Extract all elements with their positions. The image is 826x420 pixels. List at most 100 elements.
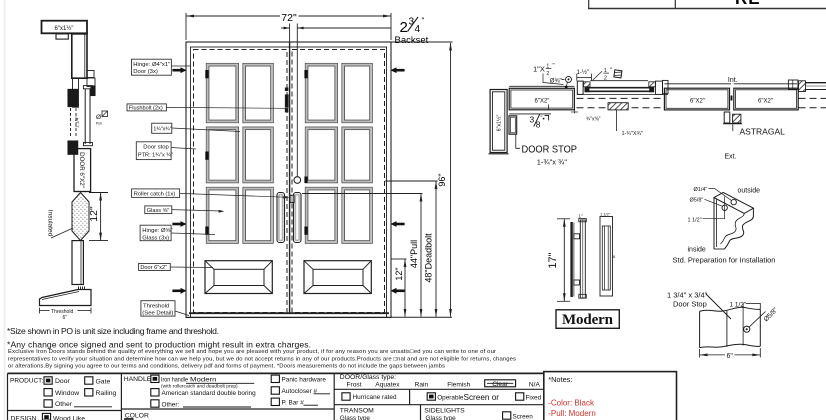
- svg-text:2: 2: [400, 19, 408, 36]
- svg-text:HANDLE: HANDLE: [124, 376, 152, 383]
- svg-text:6"x1½": 6"x1½": [495, 115, 502, 132]
- svg-text:Clear: Clear: [492, 381, 509, 388]
- svg-text:1 1/4": 1 1/4": [75, 116, 80, 128]
- svg-text:1 3/4" x 3/4": 1 3/4" x 3/4": [667, 290, 708, 299]
- svg-text:Threshold: Threshold: [143, 303, 169, 309]
- svg-text:¾"x⅝": ¾"x⅝": [586, 117, 601, 123]
- svg-text:44"Pull: 44"Pull: [409, 240, 419, 268]
- svg-text:Hurricane rated: Hurricane rated: [353, 394, 397, 401]
- svg-text:": ": [553, 64, 555, 70]
- svg-text:Operable: Operable: [437, 395, 464, 402]
- svg-text:Wood Like: Wood Like: [53, 416, 85, 420]
- svg-text:1: 1: [546, 64, 549, 70]
- svg-text:Glass (3x): Glass (3x): [142, 235, 169, 241]
- svg-text:6"X2": 6"X2": [535, 99, 550, 105]
- svg-text:P. Bar #: P. Bar #: [282, 399, 305, 406]
- svg-text:Glass ⅝": Glass ⅝": [147, 208, 170, 214]
- svg-text:Ø⅝": Ø⅝": [550, 79, 562, 85]
- svg-text:1": 1": [579, 214, 584, 219]
- svg-text:representatives to verify your: representatives to verify your situation…: [8, 356, 516, 362]
- svg-text:1 1/2": 1 1/2": [688, 217, 702, 223]
- svg-text:Pull: Pull: [96, 122, 102, 126]
- svg-text:2: 2: [546, 71, 549, 77]
- svg-text:8: 8: [536, 120, 541, 130]
- svg-text:*Size shown in PO is unit size: *Size shown in PO is unit size including…: [7, 326, 219, 336]
- svg-text:Int.: Int.: [728, 77, 738, 84]
- svg-text:1: 1: [604, 68, 607, 74]
- svg-text:17": 17": [547, 252, 559, 268]
- svg-text:": ": [541, 116, 543, 122]
- svg-text:Iron handle: Iron handle: [161, 376, 188, 383]
- svg-text:6": 6": [63, 315, 68, 321]
- svg-text:-Color: Black: -Color: Black: [548, 399, 595, 408]
- svg-text:ASTRAGAL: ASTRAGAL: [740, 126, 786, 136]
- svg-text:Railing: Railing: [96, 390, 117, 397]
- svg-text:Flemish: Flemish: [447, 382, 470, 389]
- svg-text:American standard double borin: American standard double boring: [162, 390, 257, 397]
- svg-text:COLOR: COLOR: [125, 412, 149, 419]
- svg-text:Other:: Other:: [162, 401, 180, 408]
- svg-text:1-½": 1-½": [577, 69, 589, 76]
- svg-text:RE: RE: [735, 0, 761, 8]
- svg-text:": ": [422, 17, 425, 26]
- svg-text:Door Stop: Door Stop: [673, 299, 707, 308]
- svg-text:3: 3: [409, 17, 415, 28]
- svg-text:DOOR STOP: DOOR STOP: [522, 144, 578, 156]
- svg-text:Exclusive Iron Doors stands be: Exclusive Iron Doors stands behind the q…: [8, 349, 496, 355]
- svg-text:Door: Door: [55, 378, 70, 385]
- svg-text:Ext.: Ext.: [725, 153, 737, 160]
- svg-text:Autocloser #: Autocloser #: [282, 388, 318, 395]
- svg-text:Window: Window: [55, 390, 79, 397]
- svg-text:Aquatex: Aquatex: [375, 382, 400, 389]
- svg-text:*Any change once signed and se: *Any change once signed and sent to prod…: [7, 340, 311, 350]
- svg-text:1¾"x¾": 1¾"x¾": [153, 126, 171, 132]
- svg-text:Std. Preparation for Installat: Std. Preparation for Installation: [673, 256, 776, 265]
- svg-text:Glass type: Glass type: [340, 415, 371, 420]
- svg-text:Modern: Modern: [562, 312, 614, 328]
- svg-text:6": 6": [727, 353, 734, 360]
- svg-text:1 1/2": 1 1/2": [730, 301, 747, 308]
- svg-text:or alterations.By signing you: or alterations.By signing you agree to o…: [8, 363, 445, 369]
- svg-text:Insulated: Insulated: [47, 210, 54, 237]
- svg-text:4: 4: [415, 24, 421, 35]
- svg-text:Ø5/8": Ø5/8": [763, 306, 780, 323]
- svg-text:-Pull: Modern: -Pull: Modern: [548, 409, 596, 418]
- svg-text:96": 96": [437, 173, 447, 186]
- svg-text:Glass type: Glass type: [426, 415, 457, 420]
- svg-text:DOOR/Glass type:: DOOR/Glass type:: [340, 374, 396, 381]
- svg-text:Flushbolt (2x): Flushbolt (2x): [129, 106, 163, 112]
- svg-text:Roller catch (1x): Roller catch (1x): [134, 192, 176, 198]
- svg-text:Ø5/8": Ø5/8": [690, 198, 704, 204]
- svg-text:1-¾"x ¾": 1-¾"x ¾": [537, 158, 568, 167]
- svg-text:1 1/2": 1 1/2": [600, 212, 611, 217]
- svg-text:Hinge: Ø⅝": Hinge: Ø⅝": [142, 228, 172, 234]
- svg-text:12": 12": [88, 206, 100, 222]
- svg-text:6: 6: [613, 254, 616, 259]
- svg-text:Backset: Backset: [395, 35, 429, 46]
- svg-text:Screen: Screen: [513, 414, 534, 420]
- svg-text:Modern: Modern: [190, 376, 217, 383]
- svg-text:Door (3x): Door (3x): [133, 69, 158, 75]
- svg-text:12": 12": [394, 267, 404, 280]
- svg-text:Ø1/4": Ø1/4": [694, 187, 708, 193]
- svg-text:outside: outside: [738, 188, 761, 195]
- svg-text:Hinge: Ø4"x1": Hinge: Ø4"x1": [133, 62, 170, 68]
- svg-text:1"X: 1"X: [533, 65, 545, 74]
- svg-text:2: 2: [604, 75, 607, 81]
- svg-text:Rain: Rain: [415, 382, 429, 389]
- svg-text:Door stop: Door stop: [143, 144, 169, 150]
- svg-text:Screen or: Screen or: [464, 393, 500, 402]
- svg-text:6"x1½": 6"x1½": [55, 25, 74, 32]
- svg-text:Threshold: Threshold: [51, 309, 73, 315]
- svg-text:*Notes:: *Notes:: [548, 375, 572, 384]
- svg-text:Fixed: Fixed: [526, 395, 542, 402]
- svg-text:PTR: 1¾"x ¾": PTR: 1¾"x ¾": [138, 153, 173, 159]
- svg-text:(See Detail): (See Detail): [142, 311, 173, 317]
- svg-text:": ": [610, 68, 612, 74]
- svg-text:PRODUCT:: PRODUCT:: [10, 378, 43, 385]
- svg-text:DOOR 6"X2": DOOR 6"X2": [78, 152, 85, 188]
- svg-text:Door 6"x2": Door 6"x2": [140, 265, 167, 271]
- svg-text:1-¾"X¾": 1-¾"X¾": [622, 131, 644, 137]
- svg-text:Ø: Ø: [96, 114, 101, 121]
- svg-text:inside: inside: [688, 247, 706, 254]
